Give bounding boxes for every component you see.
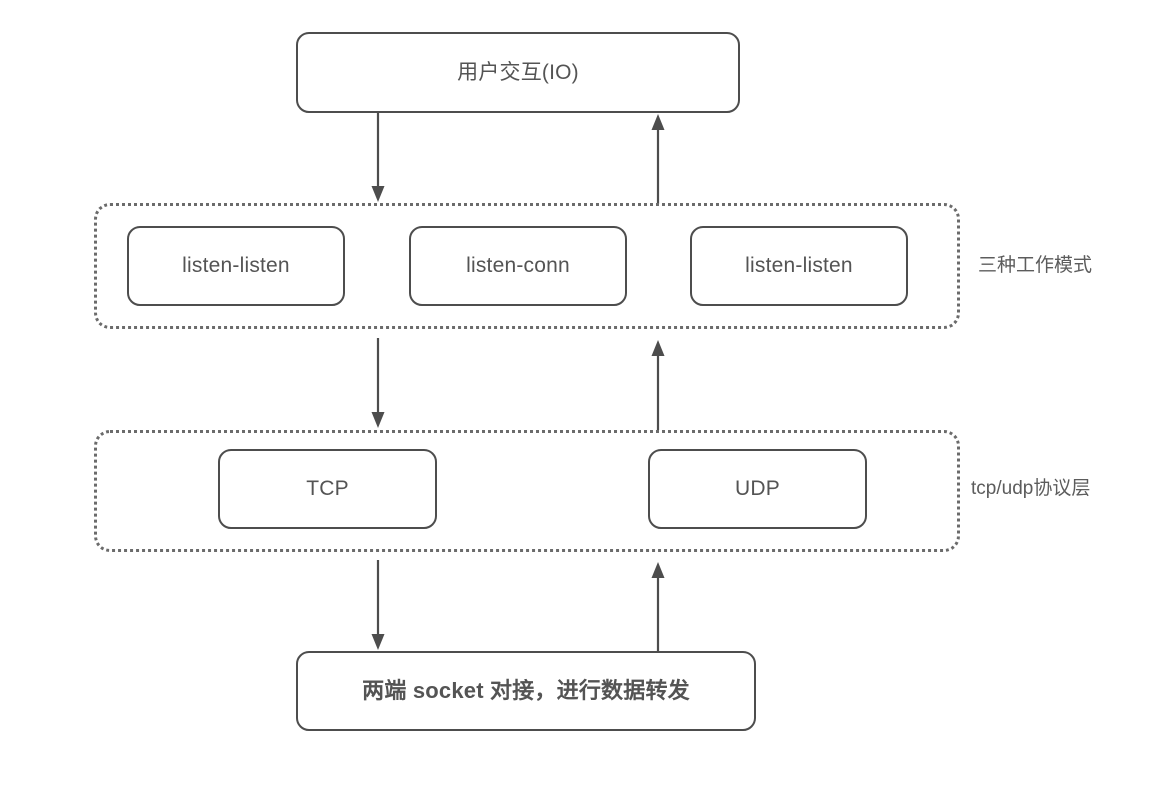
node-protocol-udp[interactable]: UDP bbox=[648, 449, 867, 529]
node-mode-listen-listen-2[interactable]: listen-listen bbox=[690, 226, 908, 306]
group-work-modes bbox=[94, 203, 960, 329]
node-protocol-tcp-label: TCP bbox=[306, 477, 349, 501]
node-mode-listen-listen-2-label: listen-listen bbox=[745, 254, 853, 278]
node-protocol-udp-label: UDP bbox=[735, 477, 780, 501]
arrow-modes-to-protocol bbox=[371, 338, 385, 428]
arrow-io-to-modes bbox=[371, 112, 385, 202]
node-protocol-tcp[interactable]: TCP bbox=[218, 449, 437, 529]
node-user-interaction-io[interactable]: 用户交互(IO) bbox=[296, 32, 740, 113]
group-tcp-udp-protocol bbox=[94, 430, 960, 552]
node-mode-listen-listen-1[interactable]: listen-listen bbox=[127, 226, 345, 306]
arrow-protocol-to-modes bbox=[651, 340, 665, 430]
node-socket-forwarding-label: 两端 socket 对接，进行数据转发 bbox=[362, 677, 690, 703]
arrow-protocol-to-socket bbox=[371, 560, 385, 650]
caption-tcp-udp-protocol: tcp/udp协议层 bbox=[971, 478, 1091, 499]
node-socket-forwarding[interactable]: 两端 socket 对接，进行数据转发 bbox=[296, 651, 756, 731]
node-mode-listen-conn[interactable]: listen-conn bbox=[409, 226, 627, 306]
arrow-modes-to-io bbox=[651, 114, 665, 204]
arrow-socket-to-protocol bbox=[651, 562, 665, 652]
node-user-interaction-io-label: 用户交互(IO) bbox=[457, 60, 579, 84]
node-mode-listen-listen-1-label: listen-listen bbox=[182, 254, 290, 278]
caption-work-modes: 三种工作模式 bbox=[978, 255, 1093, 276]
node-mode-listen-conn-label: listen-conn bbox=[466, 254, 570, 278]
